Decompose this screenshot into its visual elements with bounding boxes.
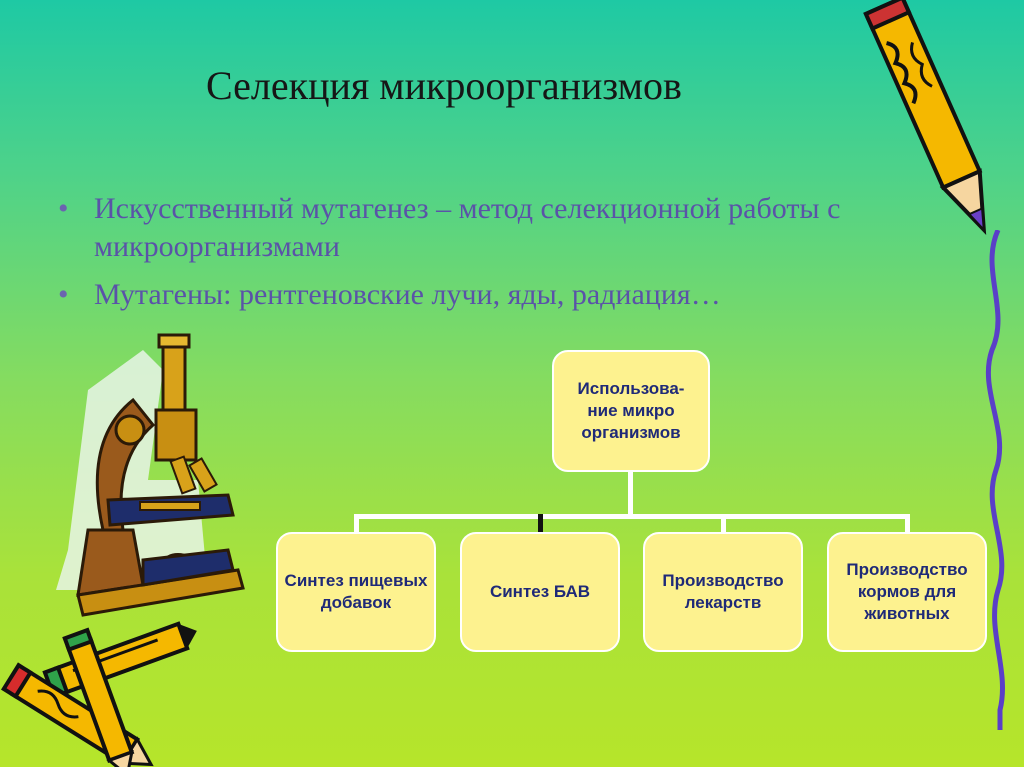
microscope-icon	[56, 333, 245, 617]
bullet-item: • Мутагены: рентгеновские лучи, яды, рад…	[58, 276, 958, 314]
connector-drop-4	[905, 514, 910, 534]
bullet-marker: •	[58, 192, 69, 225]
bullet-list: • Искусственный мутагенез – метод селекц…	[58, 190, 958, 324]
pencil-icon	[863, 0, 987, 235]
connector-drop-2	[538, 514, 543, 534]
diagram-child-box: Производство лекарств	[643, 532, 803, 652]
bullet-marker: •	[58, 278, 69, 311]
pencil-icon	[0, 621, 197, 767]
bullet-item: • Искусственный мутагенез – метод селекц…	[58, 190, 958, 266]
diagram-child-box: Синтез БАВ	[460, 532, 620, 652]
bullet-text: Искусственный мутагенез – метод селекцио…	[94, 192, 841, 263]
slide-title: Селекция микроорганизмов	[206, 63, 682, 108]
connector-horizontal	[354, 514, 910, 519]
diagram-child-box: Производство кормов для животных	[827, 532, 987, 652]
connector-drop-1	[354, 514, 359, 534]
diagram-root-box: Использова- ние микро организмов	[552, 350, 710, 472]
wavy-line-decoration	[985, 230, 1005, 730]
bullet-text: Мутагены: рентгеновские лучи, яды, радиа…	[94, 278, 721, 311]
connector-drop-3	[721, 514, 726, 534]
diagram-child-box: Синтез пищевых добавок	[276, 532, 436, 652]
connector-root-stem	[628, 472, 633, 518]
